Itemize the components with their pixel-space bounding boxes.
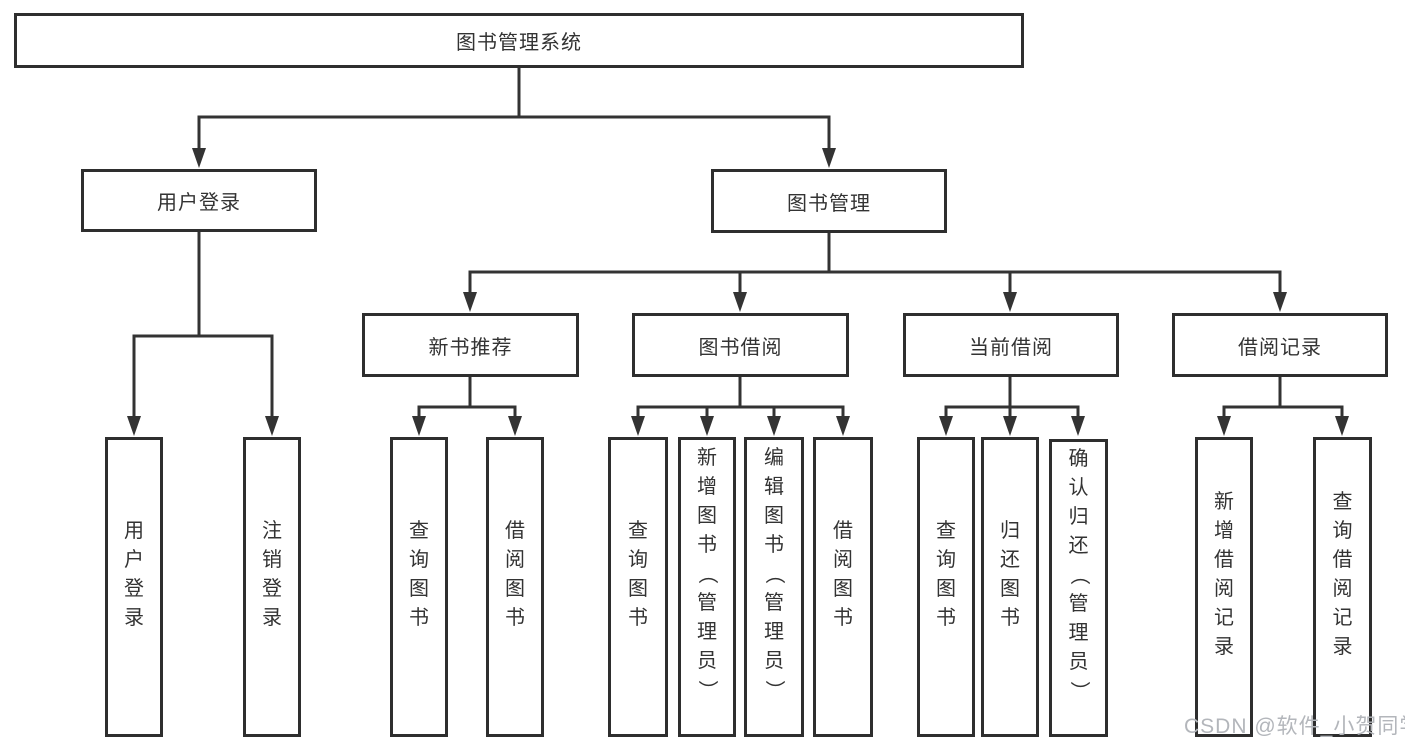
leaf-user-login: 用户登录 <box>105 437 163 737</box>
leaf-query-books-current-label: 查询图书 <box>936 519 956 629</box>
leaf-add-borrow-record-label: 新增借阅记录 <box>1214 490 1234 658</box>
node-book-borrow: 图书借阅 <box>632 313 849 377</box>
leaf-borrow-books-recommend: 借阅图书 <box>486 437 544 737</box>
leaf-return-books: 归还图书 <box>981 437 1039 737</box>
leaf-query-borrow-record: 查询借阅记录 <box>1313 437 1372 737</box>
leaf-query-books-recommend: 查询图书 <box>390 437 448 737</box>
node-root-system: 图书管理系统 <box>14 13 1024 68</box>
leaf-query-books-current: 查询图书 <box>917 437 975 737</box>
node-borrow-records: 借阅记录 <box>1172 313 1388 377</box>
leaf-borrow-books: 借阅图书 <box>813 437 873 737</box>
leaf-confirm-return-admin: 确认归还（管理员） <box>1049 439 1108 737</box>
node-book-management: 图书管理 <box>711 169 947 233</box>
csdn-watermark: CSDN @软件_小贺同学 <box>1184 715 1405 738</box>
leaf-edit-books-admin-label: 编辑图书（管理员） <box>763 447 785 700</box>
leaf-return-books-label: 归还图书 <box>1000 519 1020 629</box>
node-current-borrow: 当前借阅 <box>903 313 1119 377</box>
node-new-book-recommend: 新书推荐 <box>362 313 579 377</box>
leaf-query-books-borrow: 查询图书 <box>608 437 668 737</box>
node-user-login: 用户登录 <box>81 169 317 232</box>
leaf-confirm-return-admin-label: 确认归还（管理员） <box>1067 448 1090 701</box>
leaf-borrow-books-recommend-label: 借阅图书 <box>505 519 525 629</box>
leaf-query-books-borrow-label: 查询图书 <box>628 519 648 629</box>
leaf-query-borrow-record-label: 查询借阅记录 <box>1332 490 1353 658</box>
leaf-query-books-recommend-label: 查询图书 <box>409 519 429 629</box>
leaf-add-borrow-record: 新增借阅记录 <box>1195 437 1253 737</box>
leaf-borrow-books-label: 借阅图书 <box>833 519 853 629</box>
leaf-edit-books-admin: 编辑图书（管理员） <box>744 437 804 737</box>
leaf-logout-login: 注销登录 <box>243 437 301 737</box>
leaf-logout-login-label: 注销登录 <box>262 519 282 629</box>
leaf-user-login-label: 用户登录 <box>124 519 144 629</box>
leaf-add-books-admin: 新增图书（管理员） <box>678 437 736 737</box>
leaf-add-books-admin-label: 新增图书（管理员） <box>696 447 718 700</box>
